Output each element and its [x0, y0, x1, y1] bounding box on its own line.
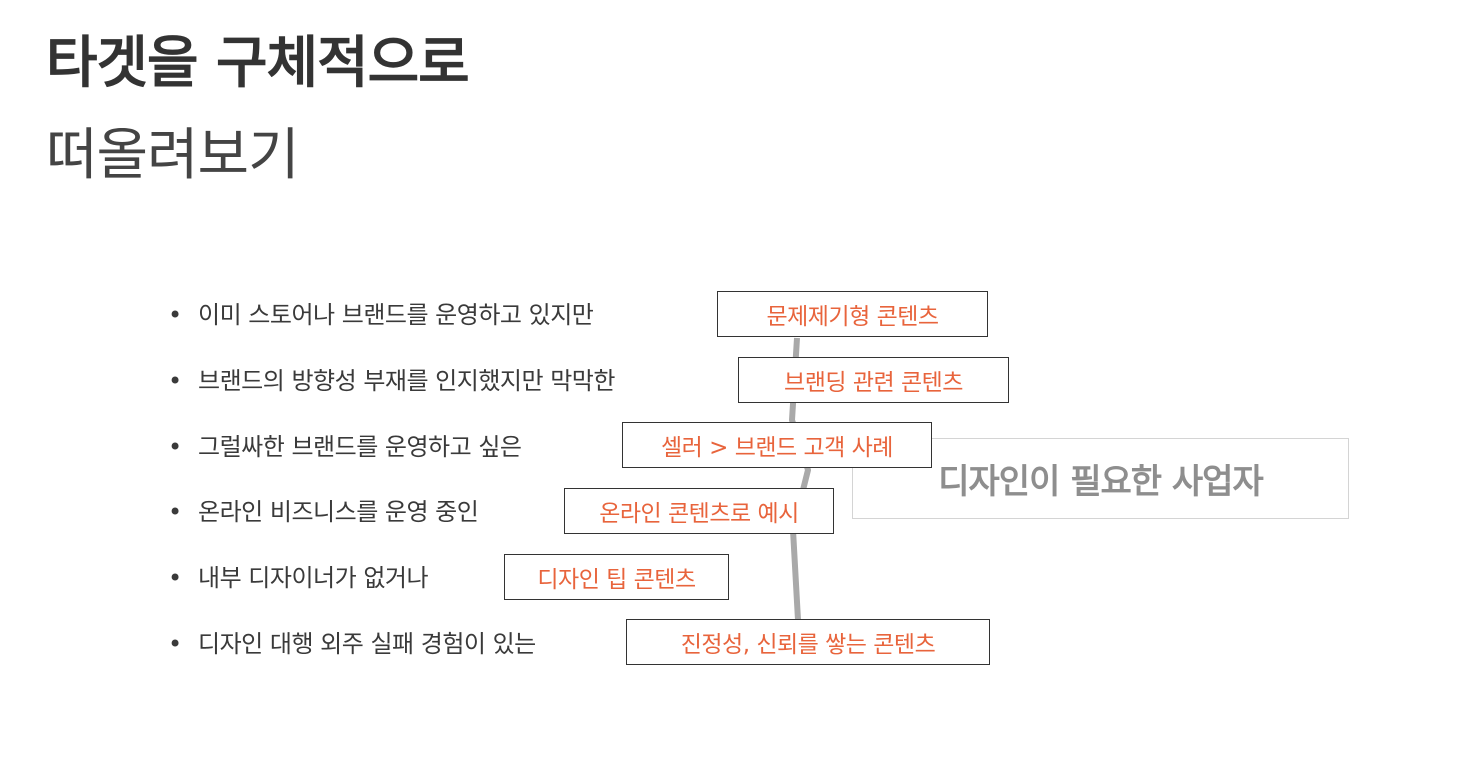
list-item-text: 온라인 비즈니스를 운영 중인 [198, 498, 479, 526]
content-tag: 셀러 > 브랜드 고객 사례 [622, 422, 932, 468]
slide-subtitle: 떠올려보기 [46, 123, 300, 188]
bullet-icon: • [168, 301, 182, 329]
content-tag: 브랜딩 관련 콘텐츠 [738, 357, 1009, 403]
list-item-text: 브랜드의 방향성 부재를 인지했지만 막막한 [198, 367, 615, 395]
content-tag: 온라인 콘텐츠로 예시 [564, 488, 834, 534]
bullet-icon: • [168, 630, 182, 658]
list-item: • 그럴싸한 브랜드를 운영하고 싶은 [168, 435, 522, 459]
target-customer-box: 디자인이 필요한 사업자 [852, 438, 1349, 519]
list-item: • 온라인 비즈니스를 운영 중인 [168, 498, 479, 526]
bullet-icon: • [168, 498, 182, 526]
bullet-icon: • [168, 367, 182, 395]
content-tag: 진정성, 신뢰를 쌓는 콘텐츠 [626, 619, 990, 665]
list-item-text: 그럴싸한 브랜드를 운영하고 싶은 [198, 433, 522, 461]
slide-title: 타겟을 구체적으로 [46, 31, 470, 96]
list-item: • 브랜드의 방향성 부재를 인지했지만 막막한 [168, 369, 615, 393]
list-item: • 내부 디자이너가 없거나 [168, 564, 429, 592]
content-tag: 디자인 팁 콘텐츠 [504, 554, 729, 600]
bullet-icon: • [168, 433, 182, 461]
list-item-text: 내부 디자이너가 없거나 [198, 564, 429, 592]
list-item: • 이미 스토어나 브랜드를 운영하고 있지만 [168, 301, 594, 329]
list-item: • 디자인 대행 외주 실패 경험이 있는 [168, 632, 536, 656]
list-item-text: 이미 스토어나 브랜드를 운영하고 있지만 [198, 301, 594, 329]
bullet-icon: • [168, 564, 182, 592]
content-tag: 문제제기형 콘텐츠 [717, 291, 988, 337]
list-item-text: 디자인 대행 외주 실패 경험이 있는 [198, 630, 536, 658]
